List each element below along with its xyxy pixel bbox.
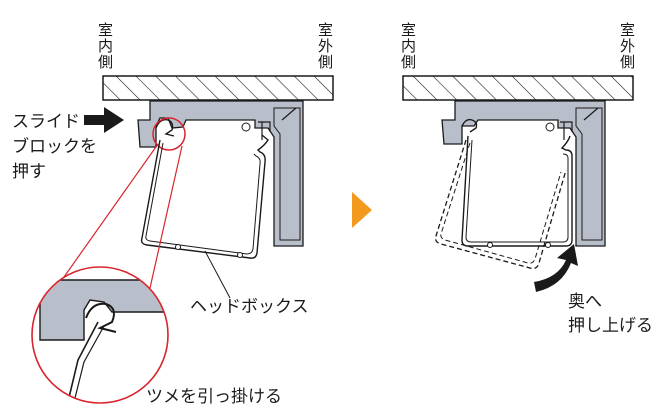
slide-block-hook-left [155,118,175,137]
slide-block-label-line1: スライド [12,112,80,132]
bracket-clip-right [560,121,573,140]
right-step-diagram: 室内側 室外側 奥へ 押し上げる [399,22,653,336]
headbox-solid-right [461,135,573,247]
callout-line-2 [149,145,183,289]
bracket-front-tab-right [575,107,603,241]
zoom-detail [31,266,169,404]
headbox-bump-1-left [175,244,181,250]
push-up-label-line1: 奥へ [568,292,602,312]
bracket-hole-right [545,122,555,132]
headbox-leader-line [204,250,231,299]
step-arrow [352,192,372,228]
slide-block-hook-right [461,118,478,133]
headbox-bump-1-right [487,242,493,248]
headbox-bump-2-right [545,242,551,248]
left-step-diagram: 室内側 室外側 スライド ブロックを 押す ヘッドボックス [12,22,334,407]
hook-claw-label: ツメを引っ掛ける [146,387,282,407]
headbox-solid-inner-right [465,139,569,243]
bracket-spring-right [583,107,599,121]
headbox-inner-left [145,142,261,255]
headbox-bump-2-left [237,252,243,258]
callout-circle-small [152,117,186,151]
headbox-dashed-inner-right [440,142,562,264]
callout-line-1 [51,143,159,295]
indoor-label-left: 室内側 [96,22,114,70]
headbox-left [140,134,269,259]
slide-block-label-line3: 押す [12,162,46,182]
ceiling-right [402,75,634,101]
bracket-clip-left [258,121,271,140]
slide-block-push-arrow [84,107,124,133]
headbox-label: ヘッドボックス [190,297,309,317]
outdoor-label-right: 室外側 [618,22,636,70]
outdoor-label-left: 室外側 [316,22,334,70]
bracket-hole-left [241,122,251,132]
indoor-label-right: 室内側 [399,22,417,70]
push-up-arrow [534,244,578,292]
bracket-spring-left [281,107,297,121]
slide-block-label-line2: ブロックを [12,136,97,157]
push-up-label-line2: 押し上げる [568,316,653,336]
headbox-dashed-right [434,139,567,270]
bracket-front-tab-left [273,107,301,241]
ceiling-left [102,75,334,101]
